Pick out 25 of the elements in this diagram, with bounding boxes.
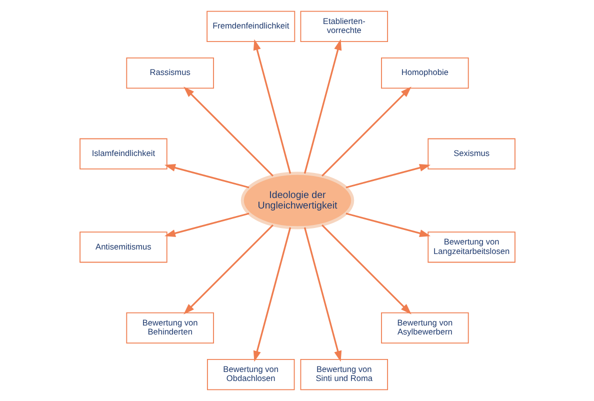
node-box: Etablierten- vorrechte — [300, 10, 388, 42]
arrow — [345, 164, 430, 188]
node-box: Bewertung von Obdachlosen — [206, 359, 294, 390]
arrow — [183, 86, 274, 177]
node-ellipse: Ideologie der Ungleichwertigkeit — [240, 172, 354, 230]
node-box: Islamfeindlichkeit — [79, 138, 167, 170]
node-box: Fremdenfeindlichkeit — [206, 10, 295, 42]
arrow — [320, 86, 411, 177]
node-box: Sexismus — [427, 138, 515, 170]
arrow — [164, 164, 249, 188]
arrow — [303, 227, 342, 362]
arrow — [183, 224, 274, 314]
arrow — [345, 212, 430, 237]
node-box: Bewertung von Sinti und Roma — [300, 359, 388, 390]
arrow — [252, 227, 291, 362]
node-box: Bewertung von Langzeitarbeitslosen — [427, 232, 515, 263]
node-box: Bewertung von Asylbewerbern — [380, 312, 468, 344]
node-box: Bewertung von Behinderten — [126, 312, 214, 344]
arrow — [320, 224, 411, 314]
node-box: Homophobie — [380, 58, 468, 89]
node-box: Antisemitismus — [79, 232, 167, 263]
arrow — [252, 39, 291, 174]
node-box: Rassismus — [126, 58, 214, 89]
arrow — [164, 212, 249, 237]
arrow — [303, 39, 342, 174]
